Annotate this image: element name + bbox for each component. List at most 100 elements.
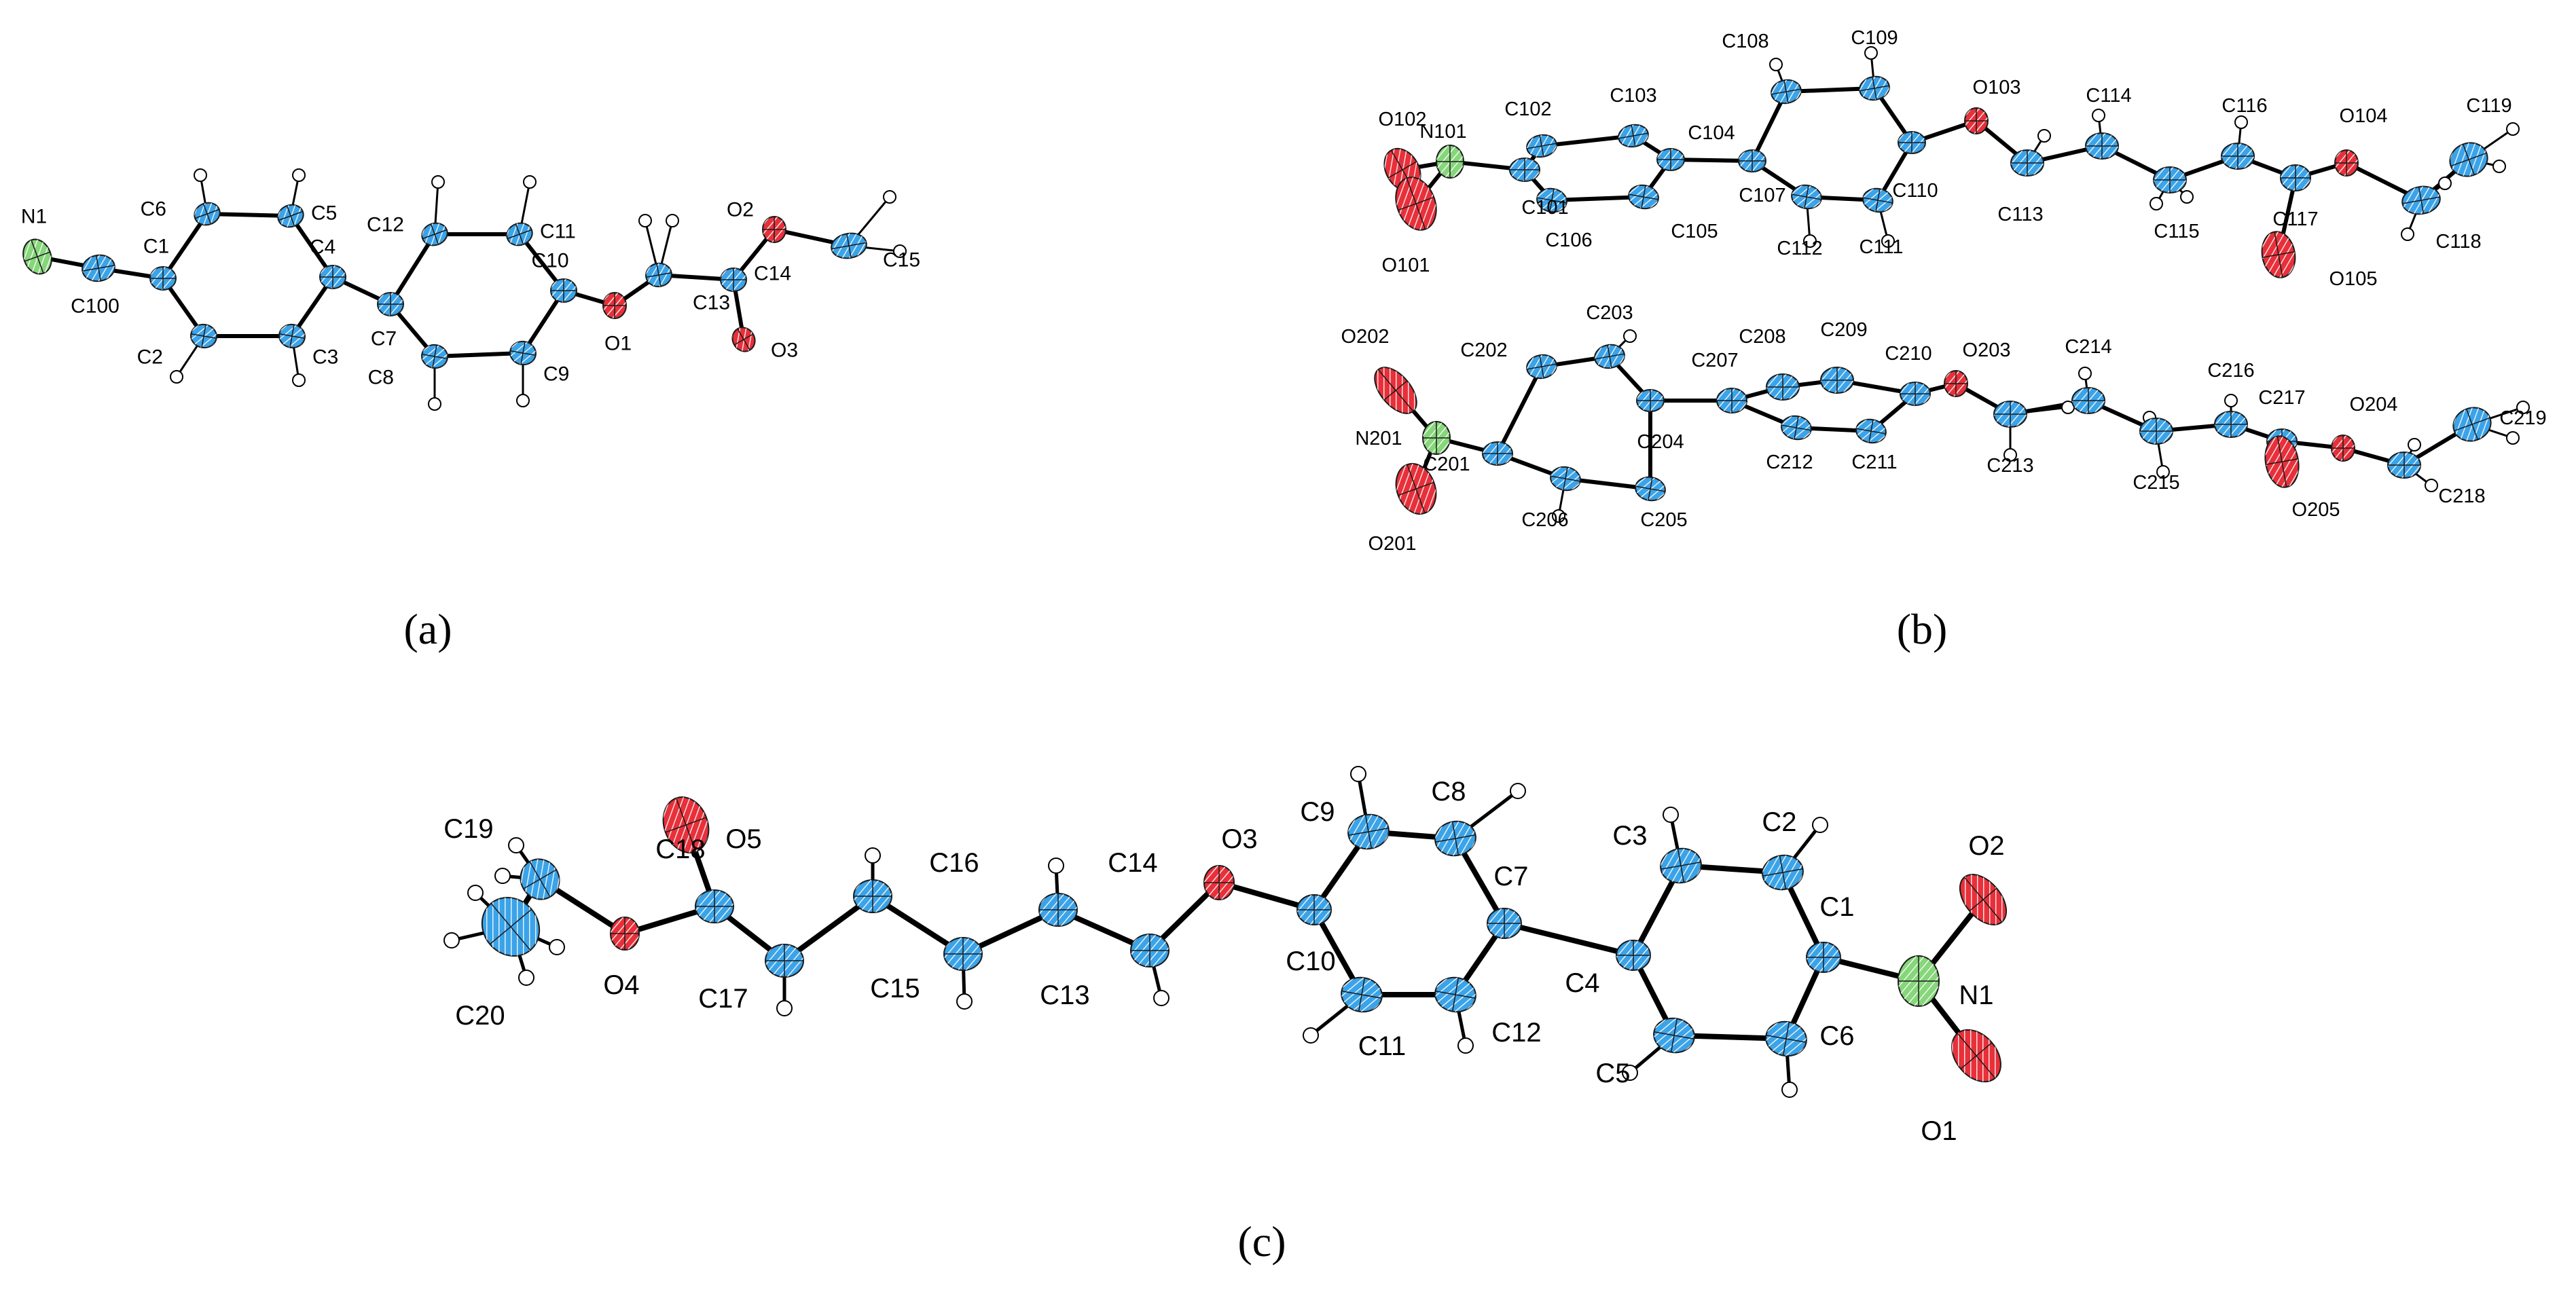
atom-c107 — [1738, 149, 1766, 172]
atom-label-n1: N1 — [21, 206, 47, 228]
atom-label-o102: O102 — [1379, 109, 1427, 130]
bond-c201-c202 — [1495, 365, 1544, 456]
atom-label-c10: C10 — [531, 250, 568, 272]
atom-c205 — [1635, 476, 1666, 502]
hydrogen-atom — [428, 397, 441, 411]
atom-o202 — [1374, 367, 1417, 414]
hydrogen-atom — [443, 932, 460, 948]
atom-c15 — [943, 937, 983, 971]
atom-c9 — [509, 340, 537, 366]
atom-c202 — [1526, 354, 1557, 380]
atom-label-c213: C213 — [1987, 455, 2033, 477]
hydrogen-atom — [2408, 438, 2421, 452]
atom-label-c219: C219 — [2499, 407, 2546, 429]
atom-label-c6: C6 — [141, 198, 166, 221]
atom-label-c201: C201 — [1423, 454, 1470, 475]
atom-label-c214: C214 — [2065, 336, 2111, 358]
atom-c104 — [1656, 148, 1685, 171]
atom-label-c20: C20 — [455, 1001, 505, 1031]
atom-c102 — [1526, 134, 1557, 158]
atom-c119 — [2449, 142, 2488, 177]
hydrogen-atom — [170, 370, 183, 384]
atom-label-c3: C3 — [312, 346, 338, 369]
atom-o1 — [602, 292, 627, 319]
atom-label-c2: C2 — [1762, 807, 1796, 837]
atom-c1 — [1806, 942, 1841, 973]
atom-label-o4: O4 — [603, 970, 639, 1000]
atom-c105 — [1628, 184, 1659, 210]
hydrogen-atom — [549, 939, 565, 955]
hydrogen-atom — [2156, 465, 2170, 479]
atom-label-c204: C204 — [1637, 431, 1684, 453]
atom-c16 — [853, 879, 892, 913]
atom-c7 — [377, 292, 404, 316]
atom-label-o105: O105 — [2329, 268, 2378, 290]
atom-label-c207: C207 — [1691, 350, 1738, 371]
bond-c1-c6 — [161, 212, 209, 280]
atom-c5 — [1653, 1017, 1695, 1054]
hydrogen-atom — [1623, 329, 1637, 343]
atom-label-c3: C3 — [1612, 821, 1647, 851]
atom-c13 — [645, 262, 672, 288]
atom-label-o3: O3 — [1221, 824, 1257, 854]
hydrogen-atom — [1552, 509, 1565, 523]
atom-label-c100: C100 — [71, 295, 120, 318]
hydrogen-atom — [2149, 197, 2163, 210]
atom-c210 — [1900, 382, 1931, 406]
atom-c11 — [1341, 976, 1383, 1013]
atom-c10 — [550, 278, 577, 303]
atom-label-c119: C119 — [2466, 95, 2511, 117]
hydrogen-atom — [2078, 367, 2092, 380]
atom-label-c215: C215 — [2133, 472, 2179, 494]
atom-label-c110: C110 — [1892, 180, 1938, 202]
atom-c103 — [1618, 124, 1649, 148]
hydrogen-atom — [1864, 46, 1878, 60]
atom-c4 — [319, 265, 346, 289]
atom-label-c8: C8 — [368, 367, 394, 389]
atom-c11 — [506, 222, 533, 246]
atom-c115 — [2153, 166, 2187, 194]
atom-label-c109: C109 — [1851, 27, 1898, 49]
atom-label-c218: C218 — [2438, 485, 2485, 507]
atom-o2 — [1959, 874, 2008, 925]
atom-label-c216: C216 — [2207, 360, 2254, 382]
atom-c208 — [1766, 373, 1800, 401]
hydrogen-atom — [292, 373, 306, 387]
atom-c5 — [277, 204, 304, 228]
atom-o201 — [1395, 463, 1437, 515]
atom-n1 — [1898, 955, 1940, 1007]
atom-label-c11: C11 — [540, 221, 576, 243]
atom-o203 — [1944, 370, 1968, 397]
atom-o5 — [662, 796, 710, 853]
atoms-c — [481, 796, 2008, 1083]
hydrogen-atom — [883, 190, 896, 204]
hydrogen-atom — [194, 168, 207, 182]
atom-label-c206: C206 — [1521, 509, 1568, 531]
atom-label-c16: C16 — [929, 848, 979, 878]
atom-o103 — [1964, 107, 1989, 134]
hydrogen-atom — [1622, 1065, 1638, 1081]
atom-c19 — [520, 858, 560, 900]
atom-c109 — [1859, 75, 1890, 101]
hydrogen-atom — [508, 837, 524, 853]
atom-label-c118: C118 — [2435, 231, 2481, 253]
hydrogen-atom — [431, 175, 445, 189]
hydrogen-atom — [1769, 58, 1783, 71]
atom-c3 — [278, 323, 306, 349]
atom-label-c4: C4 — [1565, 968, 1599, 998]
atom-label-o1: O1 — [1921, 1116, 1957, 1146]
hydrogen-atom — [2092, 109, 2105, 122]
atoms-b — [1374, 75, 2492, 515]
atom-c10 — [1296, 894, 1332, 925]
atom-c8 — [421, 344, 448, 369]
atom-c6 — [1765, 1020, 1807, 1057]
atom-label-o2: O2 — [727, 199, 754, 221]
hydrogens-a — [170, 168, 907, 411]
atom-label-c111: C111 — [1859, 236, 1903, 258]
atom-c6 — [194, 202, 221, 226]
atoms-a — [22, 202, 867, 369]
hydrogen-atom — [494, 868, 511, 884]
